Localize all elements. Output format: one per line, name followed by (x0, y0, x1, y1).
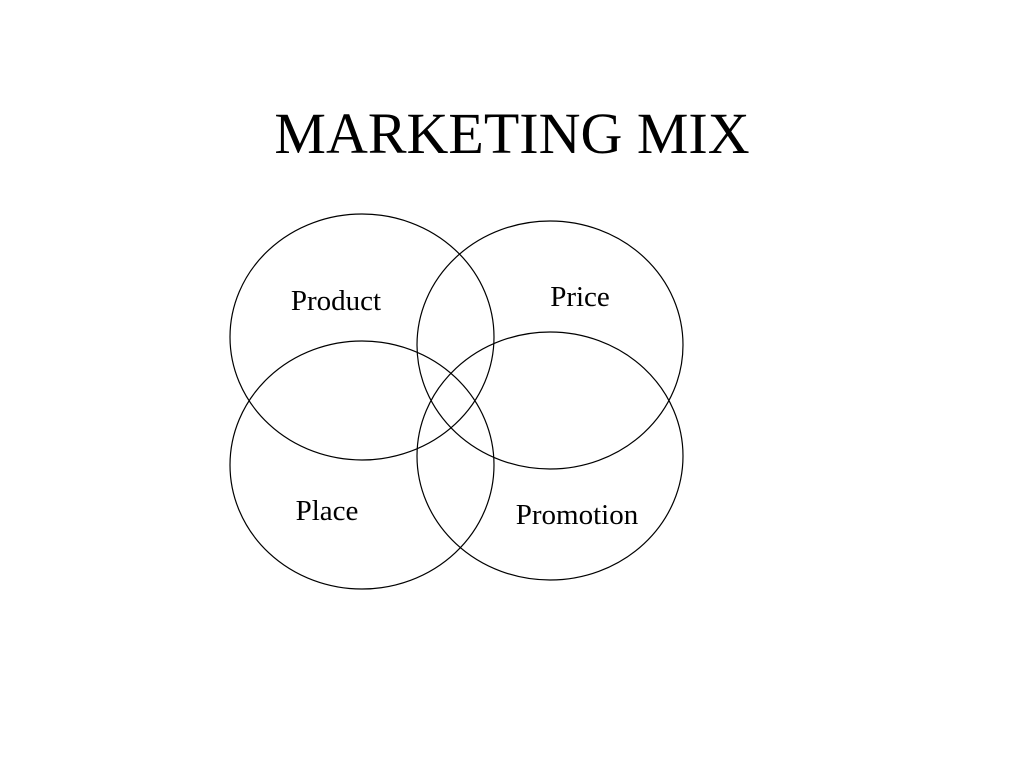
place-circle (229, 340, 495, 590)
promotion-label: Promotion (516, 499, 639, 531)
price-label: Price (550, 281, 610, 313)
promotion-circle (416, 331, 684, 581)
product-circle (229, 213, 495, 461)
slide-title: MARKETING MIX (274, 101, 750, 166)
price-circle (416, 220, 684, 470)
place-label: Place (296, 495, 359, 527)
product-label: Product (291, 285, 381, 317)
